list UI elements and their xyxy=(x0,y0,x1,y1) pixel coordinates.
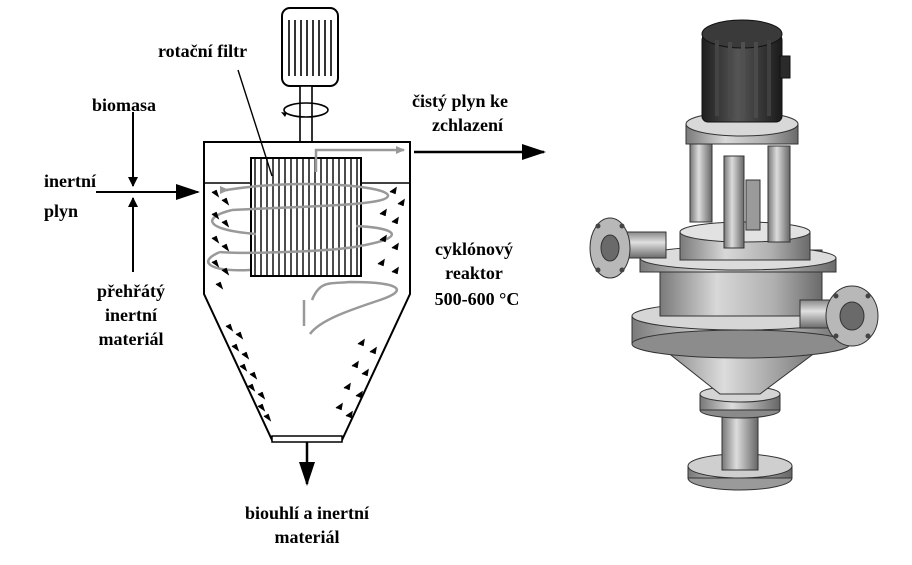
gas-flow-path xyxy=(207,146,405,335)
label-clean-gas-line1: čistý plyn ke xyxy=(412,91,509,111)
filter-leader-line xyxy=(237,69,273,177)
particle-icon xyxy=(211,189,272,422)
rotary-filter xyxy=(250,157,362,277)
label-superheated-line3: materiál xyxy=(98,329,164,349)
label-rotary-filter: rotační filtr xyxy=(158,41,248,61)
label-cyclone-line2: reaktor xyxy=(445,263,503,283)
label-superheated-line1: přehřátý xyxy=(97,281,165,301)
label-cyclone-line1: cyklónový xyxy=(434,239,513,259)
label-superheated-line2: inertní xyxy=(105,305,157,325)
label-inert-gas-line2: plyn xyxy=(44,201,79,221)
rotation-arrow-icon xyxy=(281,102,329,118)
motor-icon xyxy=(281,7,339,87)
label-biochar-line1: biouhlí a inertní xyxy=(244,503,370,523)
label-biomass: biomasa xyxy=(92,95,157,115)
label-biochar-line2: materiál xyxy=(274,527,340,547)
particle-icon xyxy=(335,186,405,419)
label-inert-gas-line1: inertní xyxy=(44,171,96,191)
motor-3d xyxy=(701,19,791,123)
label-clean-gas-line2: zchlazení xyxy=(432,115,503,135)
reactor-3d-render xyxy=(589,19,879,491)
label-cyclone-temp: 500-600 °C xyxy=(434,289,520,309)
